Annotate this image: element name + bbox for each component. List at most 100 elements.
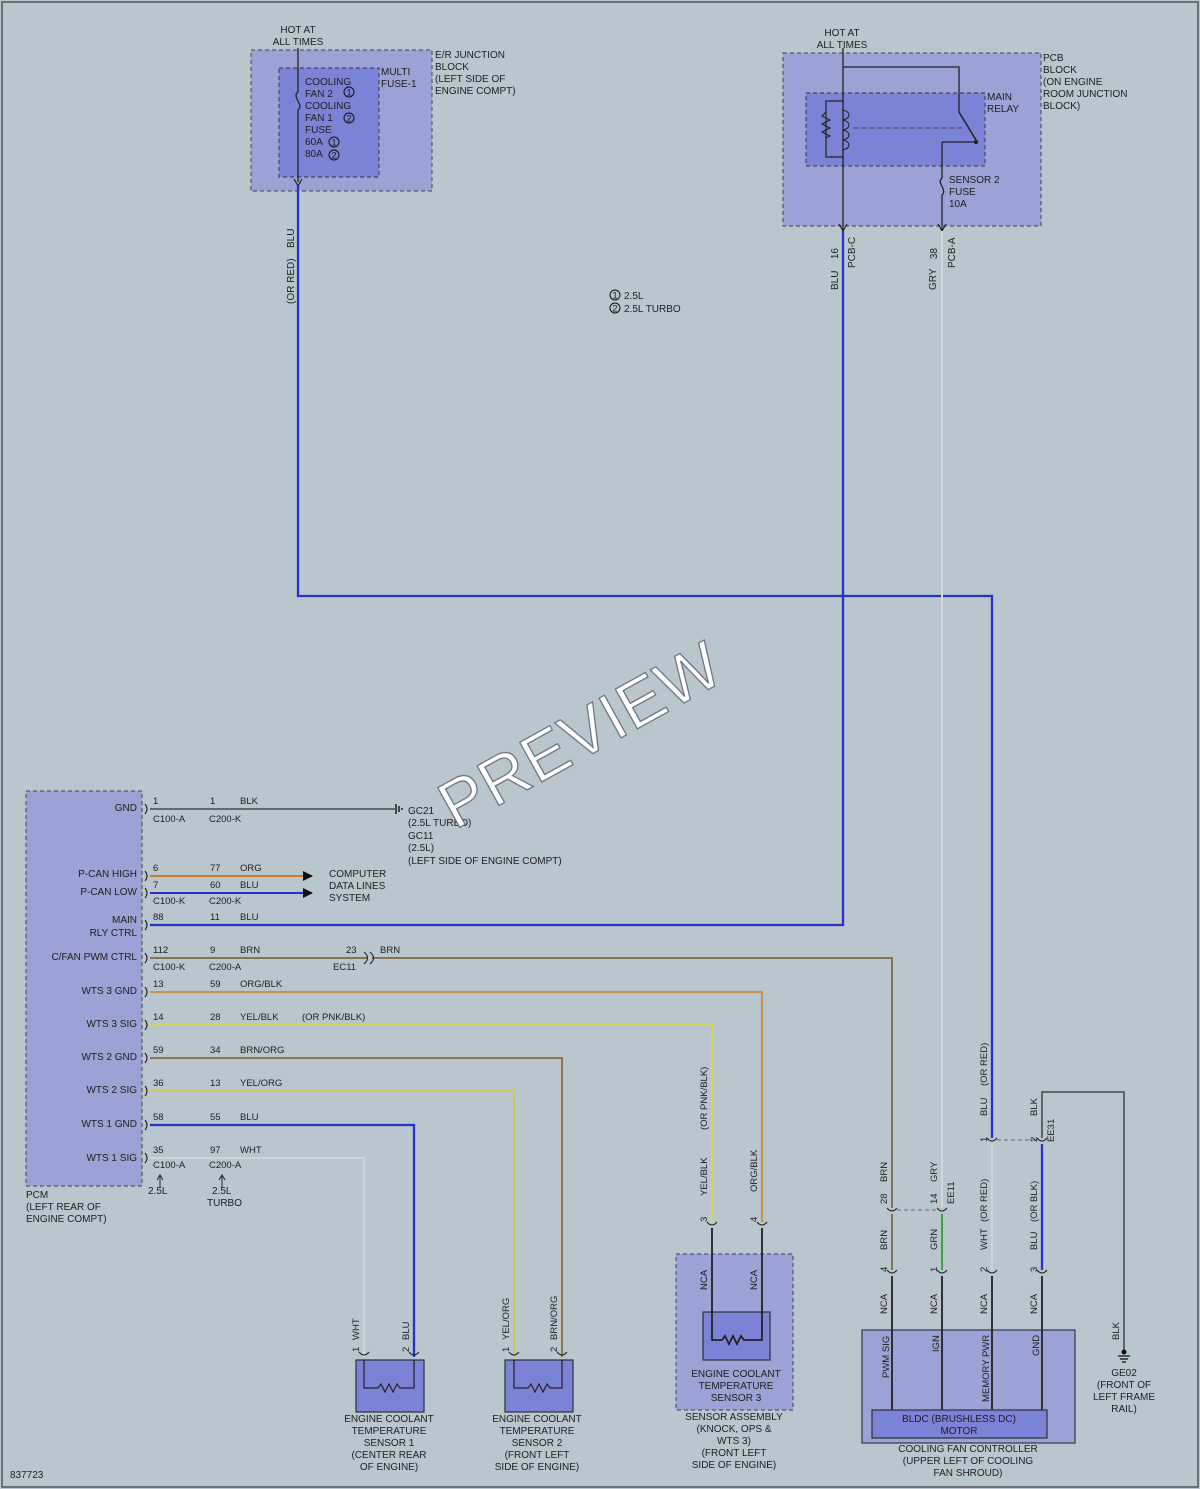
- pcm-pin-pcan-low: P-CAN LOW: [80, 887, 137, 898]
- wire-labels: 1 1 BLK 6 77 ORG 7 60 BLU 88 11 BLU 112 …: [153, 796, 365, 1156]
- relay-contact-feed: [843, 66, 960, 112]
- ge02-line4: RAIL): [1111, 1404, 1137, 1415]
- wts2-sig-wire-yelorg: [150, 1090, 515, 1357]
- pcm-module: GND P-CAN HIGH P-CAN LOW MAIN RLY CTRL C…: [25, 790, 143, 1225]
- sensor3-title-4: (FRONT LEFT: [702, 1448, 767, 1459]
- fan-pin-ign: IGN: [931, 1335, 942, 1352]
- w-pwm-p1: 112: [153, 945, 168, 956]
- pcb-title-line4: ROOM JUNCTION: [1043, 89, 1127, 100]
- fuse-variant-1a: 1: [346, 88, 351, 99]
- fan-pin-pwm-sig: PWM SIG: [881, 1336, 892, 1378]
- fan-nca-2: NCA: [929, 1293, 940, 1314]
- fan-ctrl-title-2: (UPPER LEFT OF COOLING: [903, 1456, 1034, 1467]
- ec11-name: EC11: [333, 962, 356, 973]
- multi-fuse-line1: MULTI: [381, 67, 410, 78]
- sensor1-title-3: SENSOR 1: [364, 1438, 415, 1449]
- w-wts2s-p2: 13: [210, 1078, 221, 1089]
- ee11-w-gry: GRY: [929, 1161, 940, 1182]
- pcb-a-wire: GRY: [928, 268, 939, 290]
- w-pcanl-color: BLU: [240, 880, 259, 891]
- legend-num-2: 2: [612, 304, 617, 315]
- diagram-id: 837723: [10, 1470, 44, 1481]
- fan-w4-pin: 3: [1029, 1267, 1040, 1272]
- pcb-title-line5: BLOCK): [1043, 101, 1080, 112]
- fan-w2-pin: 1: [929, 1267, 940, 1272]
- pcm-pin-rly-ctrl: RLY CTRL: [90, 928, 138, 939]
- w-wts3g-p1: 13: [153, 979, 164, 990]
- ge02-line3: LEFT FRAME: [1093, 1392, 1155, 1403]
- pcm-pin-main: MAIN: [112, 915, 137, 926]
- fuse-variant-1b: 1: [331, 138, 336, 149]
- er-junction-block: HOT AT ALL TIMES E/R JUNCTION BLOCK (LEF…: [250, 25, 516, 192]
- fan-nca-1: NCA: [879, 1293, 890, 1314]
- bldc-motor-line2: MOTOR: [940, 1426, 977, 1437]
- w-wts3g-p2: 59: [210, 979, 221, 990]
- relay-switch-arm: [958, 111, 977, 141]
- pcb-title-line3: (ON ENGINE: [1043, 77, 1103, 88]
- w-rly-color: BLU: [240, 912, 259, 923]
- sensor3-w3-alt: (OR PNK/BLK): [699, 1067, 710, 1130]
- bldc-motor-box: [871, 1409, 1048, 1439]
- pcm-pin-wts3-gnd: WTS 3 GND: [81, 986, 137, 997]
- fan-ctrl-terminals: [886, 1269, 1048, 1274]
- w-wts3s-p2: 28: [210, 1012, 221, 1023]
- sensor1-w2: BLU: [401, 1321, 412, 1340]
- sensor3-title-3: WTS 3): [717, 1436, 751, 1447]
- sensor3-terminals: [706, 1221, 768, 1226]
- fuse-label-7: 80A: [305, 149, 323, 160]
- ec11-connector-symbol: [363, 951, 375, 965]
- pcb-a-pin: 38: [929, 248, 940, 260]
- fan-w1-pin: 4: [879, 1267, 890, 1272]
- sensor1-title-5: OF ENGINE): [360, 1462, 418, 1473]
- fan-pin-memory-pwr: MEMORY PWR: [981, 1335, 992, 1402]
- pcm-pin-pcan-high: P-CAN HIGH: [78, 869, 137, 880]
- main-relay-line1: MAIN: [987, 92, 1012, 103]
- ee31-w-blu-alt: (OR RED): [979, 1043, 990, 1086]
- w-wts2s-color: YEL/ORG: [240, 1078, 282, 1089]
- w-pcanh-color: ORG: [240, 863, 262, 874]
- note-arrow-turbo: [218, 1174, 226, 1188]
- ground-wire-blk: [1041, 1091, 1125, 1352]
- ground-line5: (LEFT SIDE OF ENGINE COMPT): [408, 856, 562, 867]
- sensor2-title-2: TEMPERATURE: [500, 1426, 575, 1437]
- w-pcanl-p1: 7: [153, 880, 158, 891]
- ee11-w-brn: BRN: [879, 1162, 890, 1182]
- pwm-wire-brn-b: [372, 957, 893, 1208]
- pcm-terminal-symbols: [144, 803, 148, 1164]
- sensor3-inner-2: TEMPERATURE: [699, 1381, 774, 1392]
- fuse-variant-markers: 1 2 1 2: [328, 86, 355, 162]
- pcm-box: [25, 790, 143, 1187]
- w-pwm-p2: 9: [210, 945, 215, 956]
- fuse-variant-2b: 2: [331, 151, 336, 162]
- er-fuse-symbol: [295, 48, 301, 182]
- w-wts1s-color: WHT: [240, 1145, 262, 1156]
- fuse-label-1: COOLING: [305, 77, 351, 88]
- pcb-c-wire: BLU: [830, 271, 841, 290]
- wts3-sig-wire-yelblk: [150, 1024, 713, 1222]
- ground-line1: GC21: [408, 806, 435, 817]
- note-turbo-line1: 2.5L: [212, 1186, 232, 1197]
- w-wts2g-p1: 59: [153, 1045, 164, 1056]
- pcm-pin-wts3-sig: WTS 3 SIG: [86, 1019, 137, 1030]
- w-wts1s-p1: 35: [153, 1145, 164, 1156]
- w-pwm-color: BRN: [240, 945, 260, 956]
- sensor3-inner-1: ENGINE COOLANT: [691, 1369, 780, 1380]
- legend-num-1: 1: [612, 291, 617, 302]
- main-wires: [150, 186, 994, 1208]
- sensor3-wires-thermistor: [711, 1228, 763, 1347]
- w-wts3s-color: YEL/BLK: [240, 1012, 279, 1023]
- sensor3-w3: YEL/BLK: [699, 1157, 710, 1196]
- er-title-line4: ENGINE COMPT): [435, 86, 516, 97]
- sensor3-title-5: SIDE OF ENGINE): [692, 1460, 776, 1471]
- fan-w2-color: GRN: [929, 1229, 940, 1250]
- pcb-block: HOT AT ALL TIMES PCB BLOCK (ON ENGINE RO…: [782, 28, 1127, 233]
- ee11-p28: 28: [879, 1193, 890, 1204]
- sensor1-w1: WHT: [351, 1318, 362, 1340]
- pcb-a-connector: PCB-A: [947, 237, 958, 268]
- multi-fuse-line2: FUSE-1: [381, 79, 417, 90]
- data-lines-line2: DATA LINES: [329, 881, 386, 892]
- pcb-title-line1: PCB: [1043, 53, 1064, 64]
- fan-nca-3: NCA: [979, 1293, 990, 1314]
- sensor1-title-2: TEMPERATURE: [352, 1426, 427, 1437]
